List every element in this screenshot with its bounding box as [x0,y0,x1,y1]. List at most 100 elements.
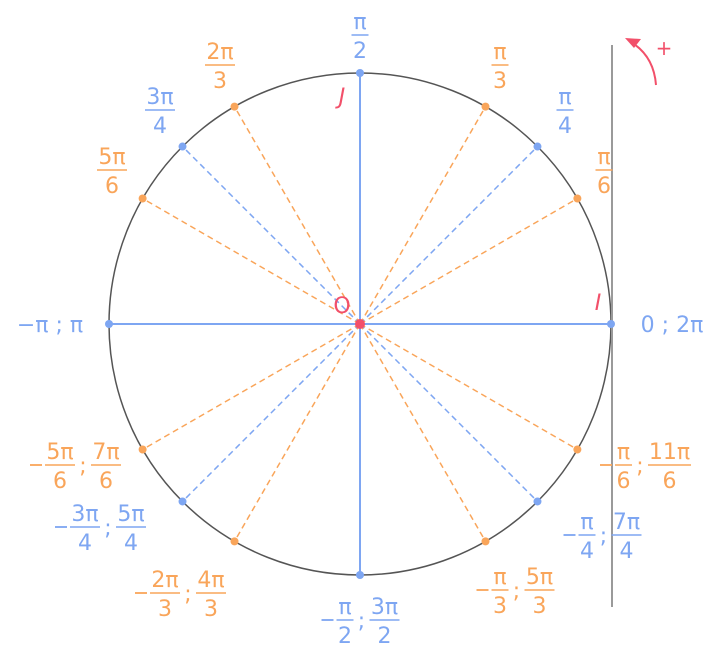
numerator: π [597,145,610,170]
angle-point [356,69,364,77]
angle-label: 3π4 [145,85,175,139]
separator: ; [358,609,365,634]
angle-point [481,537,490,546]
direction-arrow-icon [625,38,657,86]
angle-label: π3 [491,40,509,94]
denominator: 4 [78,531,92,556]
origin-label: O [333,294,350,319]
angle-label: π2 [351,10,369,64]
angle-ray [233,106,361,325]
angle-label: π6 [595,145,613,199]
denominator: 6 [105,174,119,199]
numerator: 11π [649,440,690,465]
angle-ray [359,323,487,542]
separator: ; [79,454,86,479]
numerator: 2π [151,568,178,593]
angle-label: 5π6 [97,145,127,199]
denominator: 3 [493,594,507,619]
denominator: 4 [620,539,634,564]
angle-ray [359,106,487,325]
separator: ; [104,516,111,541]
denominator: 6 [597,174,611,199]
angle-label: 3π 4;5π 4 [55,502,146,556]
angle-ray [181,323,361,503]
numerator: 5π [526,565,553,590]
numerator: 3π [71,502,98,527]
angle-ray [233,323,361,542]
denominator: 6 [617,469,631,494]
separator: ; [600,524,607,549]
angle-label: 0 ; 2π [641,313,704,338]
numerator: π [580,510,593,535]
angle-label: −π ; π [17,313,83,338]
angle-point [533,142,542,151]
angle-point [573,445,582,454]
angle-point [105,320,113,328]
angle-label: π 6;11π 6 [600,440,691,494]
denominator: 6 [663,469,677,494]
numerator: π [493,40,506,65]
denominator: 4 [153,114,167,139]
label-text: −π ; π [17,313,83,338]
angle-point [230,537,239,546]
angle-label: 5π 6;7π 6 [30,440,121,494]
angle-label: π 2;3π 2 [321,595,400,649]
angle-point [178,142,187,151]
angle-point [178,497,187,506]
positive-direction-label: + [656,36,673,60]
denominator: 2 [378,624,392,649]
angle-points [105,69,615,579]
denominator: 2 [353,39,367,64]
denominator: 6 [53,469,67,494]
denominator: 4 [580,539,594,564]
angle-label: 2π3;4π3 [135,568,226,622]
center-point [355,319,365,329]
denominator: 4 [124,531,138,556]
angle-ray [359,323,578,451]
numerator: π [558,85,571,110]
numerator: π [338,595,351,620]
separator: ; [513,579,520,604]
numerator: 3π [371,595,398,620]
denominator: 6 [99,469,113,494]
numerator: π [353,10,366,35]
angle-point [573,194,582,203]
angle-label: π 3;5π 3 [476,565,555,619]
angle-ray [181,145,361,325]
denominator: 3 [493,69,507,94]
angle-ray [359,197,578,325]
numerator: 5π [46,440,73,465]
numerator: 7π [92,440,119,465]
angle-point [138,445,147,454]
denominator: 2 [338,624,352,649]
angle-point [481,102,490,111]
denominator: 3 [533,594,547,619]
numerator: 2π [206,40,233,65]
numerator: 5π [98,145,125,170]
numerator: 3π [146,85,173,110]
separator: ; [184,582,191,607]
numerator: π [493,565,506,590]
angle-point [138,194,147,203]
angle-rays [142,106,578,542]
numerator: π [617,440,630,465]
separator: ; [636,454,643,479]
denominator: 3 [158,597,172,622]
angle-point [356,571,364,579]
angle-ray [359,323,539,503]
angle-ray [142,197,361,325]
denominator: 3 [213,69,227,94]
numerator: 5π [117,502,144,527]
angle-ray [142,323,361,451]
i-label: I [595,291,602,316]
denominator: 4 [558,114,572,139]
angle-label: 2π3 [205,40,235,94]
angle-label: π4;7π4 [563,510,642,564]
j-label: J [335,85,346,110]
angle-point [230,102,239,111]
angle-point [533,497,542,506]
angle-point [607,320,615,328]
denominator: 3 [204,597,218,622]
